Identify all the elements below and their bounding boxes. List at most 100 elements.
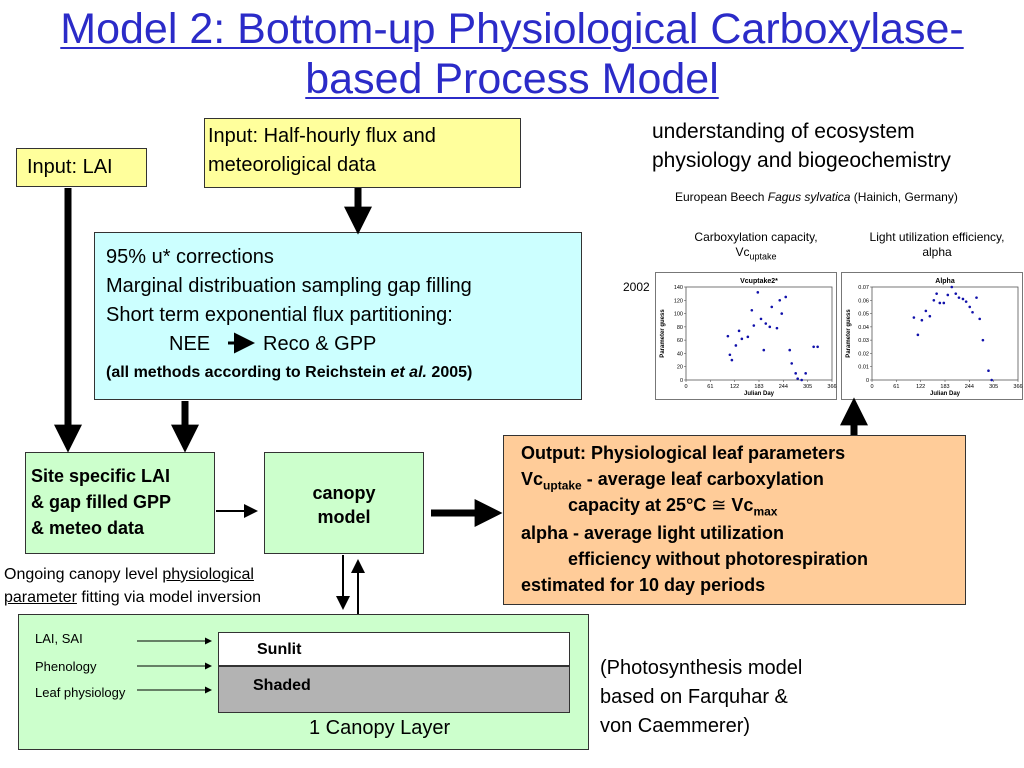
y-tick-label: 0.02 bbox=[858, 351, 869, 357]
title-line-2: based Process Model bbox=[305, 55, 719, 103]
data-point bbox=[750, 308, 754, 312]
data-point bbox=[759, 317, 763, 321]
x-tick-label: 366 bbox=[827, 384, 836, 390]
x-tick-label: 61 bbox=[893, 384, 899, 390]
data-point bbox=[796, 377, 799, 380]
output-alpha-line: alpha - average light utilization bbox=[521, 523, 785, 543]
data-point bbox=[950, 285, 954, 289]
data-point bbox=[938, 301, 942, 305]
input-lai-box: Input: LAI bbox=[16, 148, 147, 187]
output-capacity-line: capacity at 25°C ≅ Vcmax bbox=[568, 495, 778, 519]
data-point bbox=[737, 329, 741, 333]
y-tick-label: 120 bbox=[674, 298, 683, 304]
x-tick-label: 0 bbox=[870, 384, 873, 390]
x-tick-label: 244 bbox=[779, 384, 788, 390]
output-box: Output: Physiological leaf parameters Vc… bbox=[503, 435, 966, 605]
y-tick-label: 0 bbox=[866, 378, 869, 384]
beech-caption: European Beech Fagus sylvatica (Hainich,… bbox=[675, 190, 958, 204]
data-point bbox=[990, 378, 993, 382]
data-point bbox=[916, 333, 920, 337]
data-point bbox=[764, 322, 768, 325]
data-point bbox=[734, 344, 738, 347]
sunlit-layer: Sunlit bbox=[218, 632, 570, 666]
understanding-text: understanding of ecosystem physiology an… bbox=[652, 120, 951, 172]
data-point bbox=[971, 310, 974, 314]
data-point bbox=[726, 334, 730, 338]
data-point bbox=[740, 337, 744, 341]
year-label: 2002 bbox=[623, 280, 650, 294]
y-tick-label: 40 bbox=[677, 351, 683, 357]
chart-title: Alpha bbox=[935, 278, 955, 285]
x-tick-label: 61 bbox=[707, 384, 713, 390]
output-estimated-line: estimated for 10 day periods bbox=[521, 575, 766, 595]
x-tick-label: 244 bbox=[965, 384, 974, 390]
y-tick-label: 140 bbox=[674, 285, 683, 291]
x-tick-label: 122 bbox=[916, 384, 925, 390]
site-data-label: Site specific LAI & gap filled GPP & met… bbox=[31, 466, 172, 538]
y-tick-label: 80 bbox=[677, 325, 683, 331]
data-point bbox=[975, 296, 978, 299]
y-tick-label: 0.07 bbox=[858, 285, 869, 291]
x-tick-label: 122 bbox=[730, 384, 739, 390]
data-point bbox=[816, 345, 819, 349]
data-point bbox=[954, 292, 958, 295]
canopy-layer-label: 1 Canopy Layer bbox=[309, 717, 451, 739]
y-tick-label: 100 bbox=[674, 312, 683, 318]
x-tick-label: 305 bbox=[803, 384, 812, 390]
data-point bbox=[728, 353, 732, 357]
input-lai-label: Input: LAI bbox=[27, 156, 113, 178]
data-point bbox=[957, 296, 961, 299]
input-flux-box: Input: Half-hourly flux and meteoroligic… bbox=[204, 118, 521, 188]
data-point bbox=[800, 378, 803, 382]
shaded-label: Shaded bbox=[253, 677, 311, 694]
output-efficiency-line: efficiency without photorespiration bbox=[568, 549, 869, 569]
data-point bbox=[968, 305, 972, 309]
input-item-leaf-physiology: Leaf physiology bbox=[35, 685, 126, 700]
data-point bbox=[942, 301, 946, 305]
shaded-layer: Shaded bbox=[218, 666, 570, 713]
input-item-lai-sai: LAI, SAI bbox=[35, 631, 83, 646]
photosynthesis-note: (Photosynthesis model based on Farquhar … bbox=[600, 657, 803, 737]
data-point bbox=[790, 362, 794, 365]
data-point bbox=[794, 372, 797, 375]
y-tick-label: 0.05 bbox=[858, 312, 869, 318]
data-point bbox=[780, 312, 784, 315]
y-axis-label: Parameter guess bbox=[846, 309, 852, 358]
data-point bbox=[920, 318, 924, 322]
data-point bbox=[788, 348, 792, 352]
x-tick-label: 183 bbox=[754, 384, 763, 390]
data-point bbox=[812, 345, 815, 349]
y-tick-label: 0.01 bbox=[858, 365, 869, 371]
x-tick-label: 183 bbox=[940, 384, 949, 390]
processing-line-3: Short term exponential flux partitioning… bbox=[106, 304, 453, 326]
slide-title: Model 2: Bottom-up Physiological Carboxy… bbox=[0, 4, 1024, 104]
data-point bbox=[730, 358, 734, 362]
data-point bbox=[935, 292, 938, 295]
processing-line-1: 95% u* corrections bbox=[106, 246, 274, 268]
data-point bbox=[768, 325, 772, 329]
data-point bbox=[928, 314, 932, 318]
canopy-model-label: canopy model bbox=[312, 483, 376, 527]
data-point bbox=[987, 369, 990, 372]
input-item-phenology: Phenology bbox=[35, 659, 97, 674]
plot-area bbox=[871, 286, 1019, 381]
x-tick-label: 0 bbox=[684, 384, 687, 390]
x-tick-label: 366 bbox=[1013, 384, 1022, 390]
data-point bbox=[762, 348, 766, 352]
x-tick-label: 305 bbox=[989, 384, 998, 390]
chart-1-heading: Carboxylation capacity, Vcuptake bbox=[694, 230, 818, 262]
x-axis-label: Julian Day bbox=[744, 391, 775, 397]
input-flux-label: Input: Half-hourly flux and meteoroligic… bbox=[208, 125, 436, 176]
data-point bbox=[981, 338, 985, 342]
plot-area bbox=[685, 286, 833, 381]
data-point bbox=[946, 293, 950, 297]
canopy-layer-box: LAI, SAI Phenology Leaf physiology Sunli… bbox=[18, 614, 589, 750]
data-point bbox=[964, 300, 968, 303]
data-point bbox=[924, 309, 928, 313]
processing-box: 95% u* corrections Marginal distribuatio… bbox=[94, 232, 582, 400]
canopy-model-box: canopy model bbox=[264, 452, 424, 554]
